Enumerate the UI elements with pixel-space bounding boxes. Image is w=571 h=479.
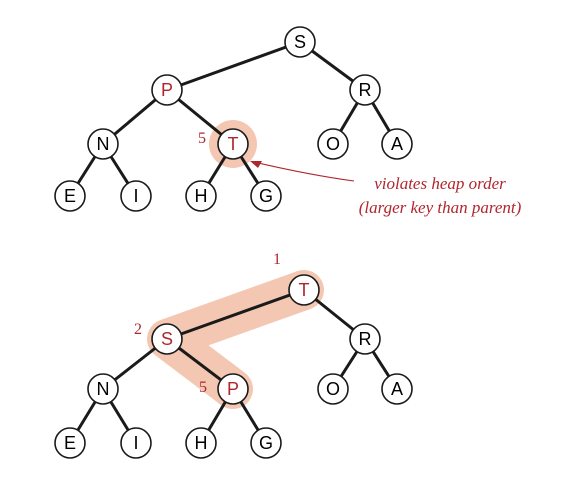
callout-line-2: (larger key than parent) — [359, 198, 522, 217]
tree-node: H — [185, 180, 217, 212]
tree-before-swim: S P R N T O A E — [54, 26, 522, 217]
node-label: I — [133, 433, 138, 453]
node-label: O — [326, 134, 340, 154]
node-label: I — [133, 186, 138, 206]
node-label: T — [299, 280, 310, 300]
tree-node: E — [54, 427, 86, 459]
tree-node: R — [349, 74, 381, 106]
tree-node: T — [288, 274, 320, 306]
array-index-label: 2 — [134, 321, 142, 338]
node-label: A — [391, 134, 403, 154]
edge-S-P — [165, 40, 302, 92]
tree-node: G — [250, 180, 282, 212]
callout-line-1: violates heap order — [374, 174, 506, 193]
tree-node: O — [317, 128, 349, 160]
tree-node: N — [87, 373, 119, 405]
tree-node: P — [217, 373, 249, 405]
tree-node: S — [151, 323, 183, 355]
tree-node: H — [185, 427, 217, 459]
node-label: P — [227, 379, 239, 399]
tree-node: I — [120, 180, 152, 212]
tree-node: T — [217, 128, 249, 160]
node-label: T — [228, 134, 239, 154]
tree-node: O — [317, 373, 349, 405]
node-label: P — [161, 80, 173, 100]
node-label: E — [64, 186, 76, 206]
callout-arrow — [250, 161, 355, 182]
tree-after-swim: T S R N P O A E — [54, 251, 413, 459]
array-index-label: 1 — [273, 251, 281, 268]
node-label: N — [97, 134, 110, 154]
node-label: N — [97, 379, 110, 399]
tree-node: A — [381, 373, 413, 405]
tree-node: S — [284, 26, 316, 58]
node-label: A — [391, 379, 403, 399]
node-label: H — [195, 186, 208, 206]
node-label: S — [161, 329, 173, 349]
node-label: E — [64, 433, 76, 453]
tree-node: I — [120, 427, 152, 459]
tree-node: G — [250, 427, 282, 459]
tree-node: N — [87, 128, 119, 160]
edge-T-S — [165, 288, 306, 341]
node-label: G — [259, 433, 273, 453]
node-label: S — [294, 32, 306, 52]
tree-node: E — [54, 180, 86, 212]
tree-node: A — [381, 128, 413, 160]
tree-node: R — [349, 323, 381, 355]
node-label: G — [259, 186, 273, 206]
node-label: R — [359, 80, 372, 100]
node-label: H — [195, 433, 208, 453]
node-label: R — [359, 329, 372, 349]
array-index-label: 5 — [198, 130, 206, 147]
tree-node: P — [151, 74, 183, 106]
node-label: O — [326, 379, 340, 399]
array-index-label: 5 — [199, 379, 207, 396]
